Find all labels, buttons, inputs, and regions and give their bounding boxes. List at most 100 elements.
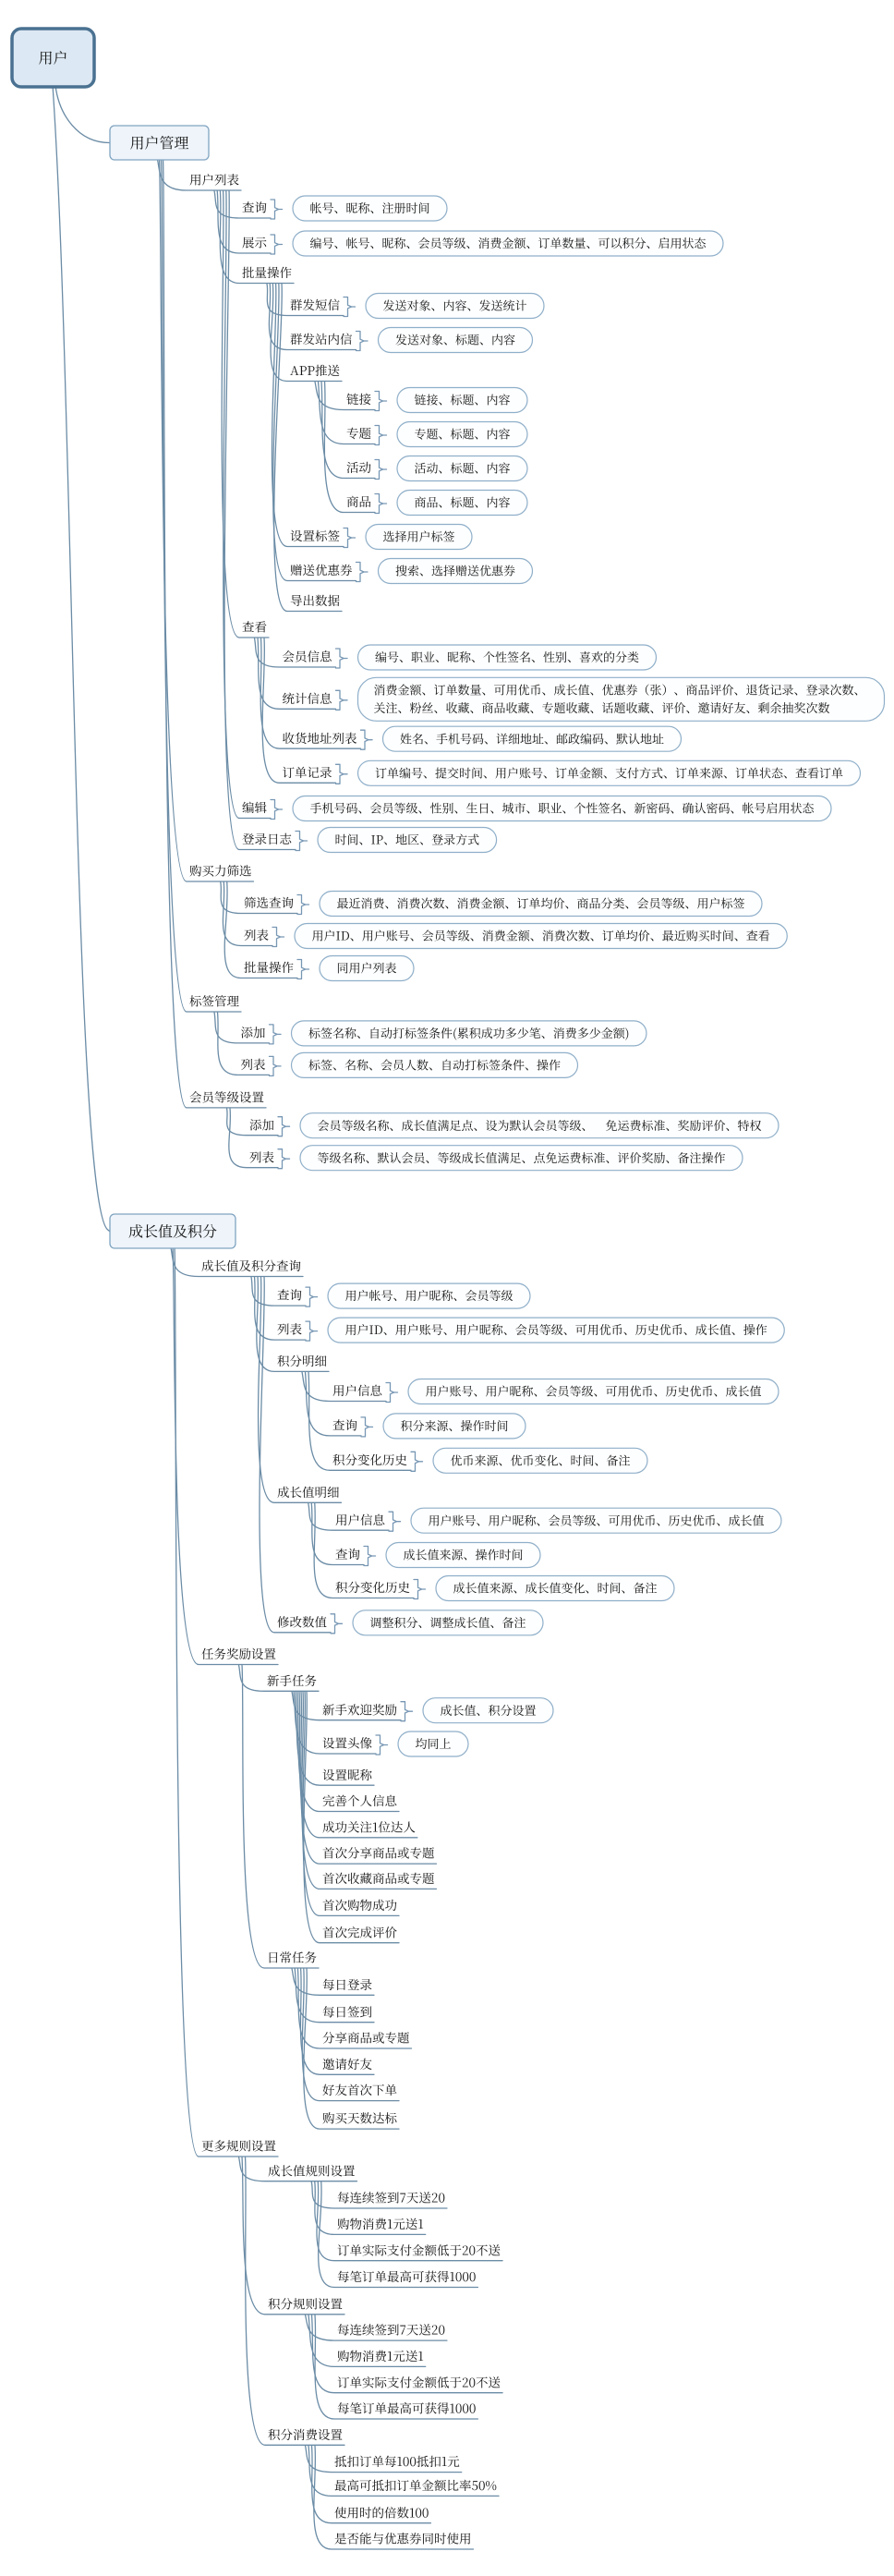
- svg-text:编号、职业、昵称、个性签名、性别、喜欢的分类: 编号、职业、昵称、个性签名、性别、喜欢的分类: [375, 648, 639, 665]
- svg-text:更多规则设置: 更多规则设置: [201, 2136, 276, 2155]
- svg-text:成长值来源、成长值变化、时间、备注: 成长值来源、成长值变化、时间、备注: [453, 1579, 657, 1597]
- svg-text:每连续签到7天送20: 每连续签到7天送20: [337, 2188, 445, 2206]
- svg-text:会员信息: 会员信息: [283, 647, 332, 665]
- svg-text:购物消费1元送1: 购物消费1元送1: [337, 2214, 424, 2232]
- svg-text:用户ID、用户账号、会员等级、消费金额、消费次数、订单均价、: 用户ID、用户账号、会员等级、消费金额、消费次数、订单均价、最近购买时间、查看: [311, 927, 769, 944]
- svg-text:用户信息: 用户信息: [335, 1510, 385, 1528]
- svg-text:成长值及积分查询: 成长值及积分查询: [201, 1256, 301, 1274]
- svg-text:等级名称、默认会员、等级成长值满足、点免运费标准、评价奖励、: 等级名称、默认会员、等级成长值满足、点免运费标准、评价奖励、备注操作: [317, 1148, 725, 1166]
- svg-text:商品、标题、内容: 商品、标题、内容: [414, 493, 510, 511]
- svg-text:赠送优惠券: 赠送优惠券: [290, 560, 353, 578]
- svg-text:链接: 链接: [346, 389, 371, 407]
- svg-text:用户列表: 用户列表: [189, 170, 239, 188]
- svg-text:展示: 展示: [242, 233, 267, 251]
- svg-text:时间、IP、地区、登录方式: 时间、IP、地区、登录方式: [334, 831, 479, 848]
- svg-text:标签管理: 标签管理: [189, 991, 239, 1010]
- svg-text:添加: 添加: [241, 1023, 266, 1041]
- svg-text:编号、帐号、昵称、会员等级、消费金额、订单数量、可以积分、启: 编号、帐号、昵称、会员等级、消费金额、订单数量、可以积分、启用状态: [309, 234, 707, 251]
- svg-text:会员等级名称、成长值满足点、设为默认会员等级、 免运费标准、: 会员等级名称、成长值满足点、设为默认会员等级、 免运费标准、奖励评价、特权: [317, 1116, 761, 1134]
- svg-text:统计信息: 统计信息: [283, 688, 332, 707]
- svg-text:任务奖励设置: 任务奖励设置: [201, 1644, 276, 1662]
- svg-text:查看: 查看: [242, 617, 267, 636]
- svg-text:筛选查询: 筛选查询: [244, 893, 294, 911]
- svg-text:订单编号、提交时间、用户账号、订单金额、支付方式、订单来源、: 订单编号、提交时间、用户账号、订单金额、支付方式、订单来源、订单状态、查看订单: [375, 763, 843, 781]
- svg-text:邀请好友: 邀请好友: [322, 2054, 372, 2072]
- svg-text:列表: 列表: [241, 1054, 266, 1073]
- svg-text:用户ID、用户账号、用户昵称、会员等级、可用优币、历史优币、: 用户ID、用户账号、用户昵称、会员等级、可用优币、历史优币、成长值、操作: [344, 1320, 767, 1338]
- svg-text:分享商品或专题: 分享商品或专题: [322, 2028, 410, 2047]
- svg-text:查询: 查询: [335, 1544, 360, 1562]
- svg-text:首次购物成功: 首次购物成功: [322, 1895, 397, 1914]
- svg-text:APP推送: APP推送: [290, 360, 340, 379]
- svg-text:查询: 查询: [332, 1416, 357, 1434]
- svg-text:订单实际支付金额低于20不送: 订单实际支付金额低于20不送: [337, 2372, 501, 2390]
- svg-text:用户管理: 用户管理: [129, 132, 188, 153]
- svg-text:收货地址列表: 收货地址列表: [283, 728, 357, 747]
- svg-text:群发短信: 群发短信: [290, 295, 340, 313]
- svg-text:列表: 列表: [249, 1147, 274, 1165]
- svg-text:标签、名称、会员人数、自动打标签条件、操作: 标签、名称、会员人数、自动打标签条件、操作: [308, 1056, 561, 1074]
- svg-text:姓名、手机号码、详细地址、邮政编码、默认地址: 姓名、手机号码、详细地址、邮政编码、默认地址: [400, 729, 664, 747]
- svg-text:积分来源、操作时间: 积分来源、操作时间: [400, 1416, 508, 1434]
- svg-text:发送对象、标题、内容: 发送对象、标题、内容: [395, 331, 515, 348]
- svg-text:首次收藏商品或专题: 首次收藏商品或专题: [322, 1868, 435, 1887]
- svg-text:首次完成评价: 首次完成评价: [322, 1922, 397, 1940]
- svg-text:每连续签到7天送20: 每连续签到7天送20: [337, 2320, 445, 2339]
- svg-text:帐号、昵称、注册时间: 帐号、昵称、注册时间: [309, 199, 429, 216]
- svg-text:活动: 活动: [346, 457, 371, 476]
- svg-text:订单记录: 订单记录: [283, 762, 332, 781]
- svg-text:修改数值: 修改数值: [277, 1611, 327, 1630]
- svg-text:最近消费、消费次数、消费金额、订单均价、商品分类、会员等级、: 最近消费、消费次数、消费金额、订单均价、商品分类、会员等级、用户标签: [336, 894, 744, 912]
- svg-text:用户帐号、用户昵称、会员等级: 用户帐号、用户昵称、会员等级: [344, 1286, 513, 1304]
- svg-text:同用户列表: 同用户列表: [336, 959, 396, 977]
- svg-text:批量操作: 批量操作: [244, 957, 294, 976]
- svg-text:新手任务: 新手任务: [267, 1671, 317, 1689]
- svg-text:成长值规则设置: 成长值规则设置: [268, 2160, 356, 2179]
- svg-text:使用时的倍数100: 使用时的倍数100: [334, 2502, 429, 2521]
- svg-text:添加: 添加: [249, 1114, 274, 1133]
- svg-text:成长值明细: 成长值明细: [277, 1482, 340, 1501]
- svg-text:每笔订单最高可获得1000: 每笔订单最高可获得1000: [337, 2266, 476, 2285]
- svg-text:批量操作: 批量操作: [242, 262, 292, 281]
- svg-text:标签名称、自动打标签条件(累积成功多少笔、消费多少金额): 标签名称、自动打标签条件(累积成功多少笔、消费多少金额): [308, 1024, 629, 1041]
- svg-text:购买力筛选: 购买力筛选: [189, 861, 252, 880]
- svg-text:群发站内信: 群发站内信: [290, 329, 353, 347]
- svg-text:消费金额、订单数量、可用优币、成长值、优惠券（张）、商品评价: 消费金额、订单数量、可用优币、成长值、优惠券（张）、商品评价、退货记录、登录次数…: [374, 680, 866, 698]
- svg-text:用户信息: 用户信息: [332, 1380, 382, 1399]
- svg-text:每笔订单最高可获得1000: 每笔订单最高可获得1000: [337, 2399, 476, 2417]
- svg-text:专题: 专题: [346, 423, 371, 442]
- svg-text:成长值及积分: 成长值及积分: [128, 1221, 217, 1242]
- svg-text:首次分享商品或专题: 首次分享商品或专题: [322, 1843, 435, 1862]
- svg-text:登录日志: 登录日志: [242, 829, 292, 847]
- svg-text:订单实际支付金额低于20不送: 订单实际支付金额低于20不送: [337, 2240, 501, 2258]
- svg-text:好友首次下单: 好友首次下单: [322, 2080, 397, 2098]
- svg-text:用户账号、用户昵称、会员等级、可用优币、历史优币、成长值: 用户账号、用户昵称、会员等级、可用优币、历史优币、成长值: [425, 1382, 761, 1400]
- svg-text:列表: 列表: [244, 925, 269, 943]
- svg-text:积分变化历史: 积分变化历史: [335, 1577, 410, 1596]
- svg-text:设置昵称: 设置昵称: [322, 1765, 372, 1783]
- svg-text:调整积分、调整成长值、备注: 调整积分、调整成长值、备注: [369, 1613, 526, 1631]
- svg-text:购物消费1元送1: 购物消费1元送1: [337, 2346, 424, 2364]
- svg-text:积分变化历史: 积分变化历史: [332, 1450, 407, 1468]
- svg-text:积分消费设置: 积分消费设置: [268, 2424, 343, 2443]
- svg-text:编辑: 编辑: [242, 797, 267, 816]
- svg-text:购买天数达标: 购买天数达标: [322, 2108, 397, 2127]
- svg-text:查询: 查询: [277, 1285, 302, 1304]
- svg-text:导出数据: 导出数据: [290, 590, 340, 609]
- svg-text:每日登录: 每日登录: [322, 1975, 372, 1993]
- svg-text:活动、标题、内容: 活动、标题、内容: [414, 459, 510, 477]
- svg-text:选择用户标签: 选择用户标签: [382, 528, 454, 545]
- svg-text:每日签到: 每日签到: [322, 2001, 372, 2020]
- svg-text:均同上: 均同上: [415, 1734, 451, 1752]
- svg-text:会员等级设置: 会员等级设置: [189, 1088, 264, 1106]
- svg-text:专题、标题、内容: 专题、标题、内容: [414, 425, 510, 443]
- svg-text:积分规则设置: 积分规则设置: [268, 2293, 343, 2312]
- svg-text:搜索、选择赠送优惠券: 搜索、选择赠送优惠券: [395, 562, 515, 579]
- svg-text:是否能与优惠券同时使用: 是否能与优惠券同时使用: [334, 2529, 472, 2547]
- svg-text:成长值、积分设置: 成长值、积分设置: [440, 1701, 536, 1719]
- svg-text:日常任务: 日常任务: [267, 1948, 317, 1966]
- svg-text:最高可抵扣订单金额比率50%: 最高可抵扣订单金额比率50%: [334, 2475, 497, 2494]
- svg-text:成长值来源、操作时间: 成长值来源、操作时间: [403, 1546, 523, 1563]
- svg-text:查询: 查询: [242, 198, 267, 216]
- svg-text:设置标签: 设置标签: [290, 526, 340, 544]
